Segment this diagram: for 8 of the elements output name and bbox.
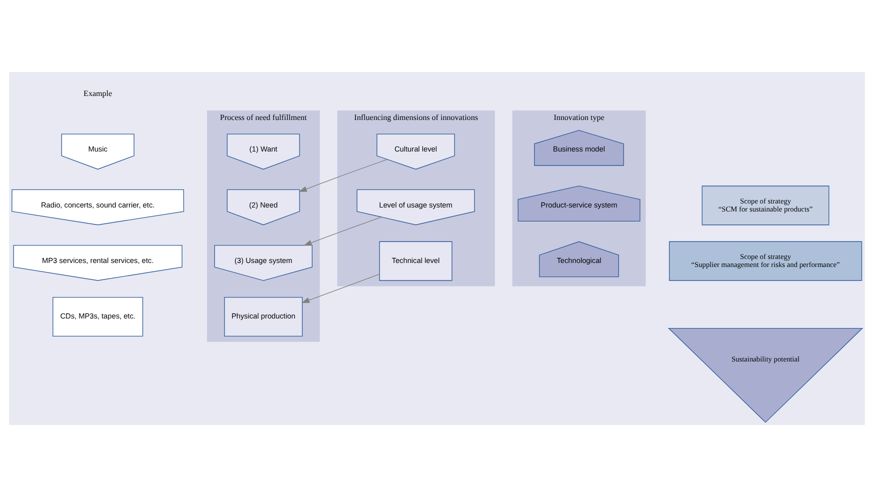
node-box: Technical level (379, 241, 452, 281)
arrow (304, 216, 382, 246)
node-box: Scope of strategy “Supplier management for risks and performance” (668, 241, 862, 281)
node-box: Scope of strategy “SCM for sustainable products” (702, 186, 830, 226)
node-box: Physical production (224, 296, 303, 336)
arrow (298, 159, 388, 192)
node-box: CDs, MP3s, tapes, etc. (52, 296, 144, 336)
arrow (301, 274, 380, 303)
